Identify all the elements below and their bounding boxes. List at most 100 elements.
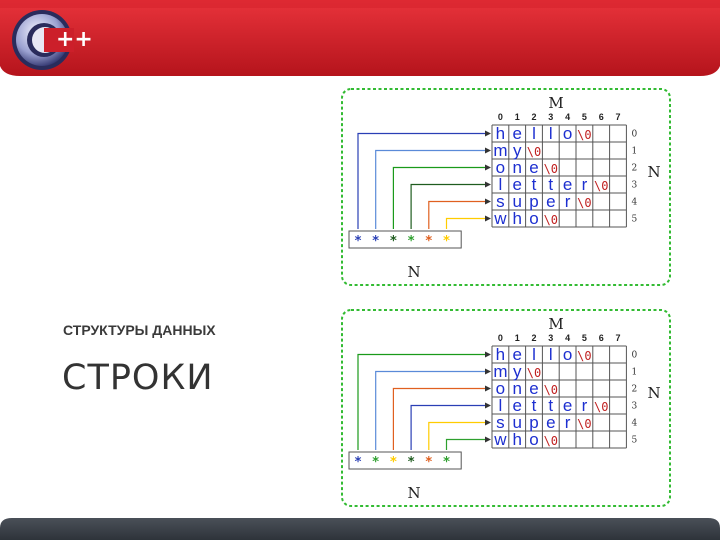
string-char: h [512,430,521,449]
arrow-head [485,351,491,358]
arrow-head [485,368,491,375]
pointer-line [392,166,488,229]
pointer-star: * [355,234,362,249]
string-char: l [499,175,503,194]
arrow-head [485,215,491,222]
string-char: w [493,430,507,449]
string-char: o [496,158,505,177]
row-header: 3 [632,181,638,191]
pointer-array-box [348,451,462,470]
row-header: 2 [632,385,638,395]
string-char: e [529,158,538,177]
string-char: l [549,345,553,364]
pointer-line [428,421,488,450]
row-header: 1 [632,368,638,378]
null-terminator: \0 [577,128,591,142]
col-header: 3 [548,333,553,343]
string-char: m [493,141,507,160]
pointer-star: * [425,234,432,249]
col-header: 4 [565,333,570,343]
string-char: e [512,345,521,364]
string-char: y [513,141,522,160]
string-char: e [512,396,521,415]
row-header: 5 [632,215,638,225]
pointer-line [357,132,488,229]
string-char: m [493,362,507,381]
string-char: h [496,124,505,143]
pointer-line [375,370,488,450]
string-char: p [529,413,538,432]
arrow-head [485,181,491,188]
row-header: 0 [632,130,638,140]
null-terminator: \0 [577,417,591,431]
string-char: w [493,209,507,228]
label-n-side: N [647,163,660,181]
null-terminator: \0 [544,383,558,397]
string-char: e [529,379,538,398]
string-char: e [546,192,555,211]
pointer-star: * [425,455,432,470]
col-header: 5 [582,333,587,343]
string-char: n [512,158,521,177]
pointer-line [445,438,488,450]
null-terminator: \0 [594,179,608,193]
string-char: t [548,396,553,415]
string-char: o [529,430,538,449]
dashed-frame [341,309,671,507]
arrow-head [485,147,491,154]
pointer-line [410,183,488,229]
row-header: 3 [632,402,638,412]
string-char: e [546,413,555,432]
arrow-head [485,419,491,426]
string-char: l [532,124,536,143]
col-header: 6 [599,112,604,122]
string-char: l [499,396,503,415]
string-char: e [512,175,521,194]
row-header: 2 [632,164,638,174]
slide-subtitle: СТРУКТУРЫ ДАННЫХ [63,322,216,338]
string-char: t [532,175,537,194]
footer-bar [0,518,720,540]
string-char: r [582,175,588,194]
arrow-head [485,164,491,171]
string-char: o [496,379,505,398]
string-char: l [532,345,536,364]
arrow-head [485,402,491,409]
pointer-line [428,200,488,229]
pointer-star: * [408,455,415,470]
pointer-line [445,217,488,229]
pointer-array-box [348,230,462,249]
pointer-star: * [390,234,397,249]
header-bar [0,0,720,76]
arrow-head [485,436,491,443]
dashed-frame [341,88,671,286]
string-char: o [529,209,538,228]
col-header: 6 [599,333,604,343]
string-char: h [496,345,505,364]
string-char: n [512,379,521,398]
row-header: 5 [632,436,638,446]
string-char: s [496,192,505,211]
col-header: 0 [498,112,503,122]
pointer-star: * [355,455,362,470]
col-header: 5 [582,112,587,122]
string-char: o [563,345,572,364]
string-char: l [549,124,553,143]
label-n-side: N [647,384,660,402]
arrow-head [485,130,491,137]
null-terminator: \0 [527,145,541,159]
row-header: 4 [632,198,638,208]
pointer-star: * [443,455,450,470]
arrow-head [485,198,491,205]
string-char: e [512,124,521,143]
null-terminator: \0 [527,366,541,380]
pointer-line [357,353,488,450]
null-terminator: \0 [577,349,591,363]
pointer-star: * [372,455,379,470]
row-header: 0 [632,351,638,361]
string-char: h [512,209,521,228]
pointer-line [392,387,488,450]
string-char: r [565,192,571,211]
label-n-bottom: N [407,484,420,502]
